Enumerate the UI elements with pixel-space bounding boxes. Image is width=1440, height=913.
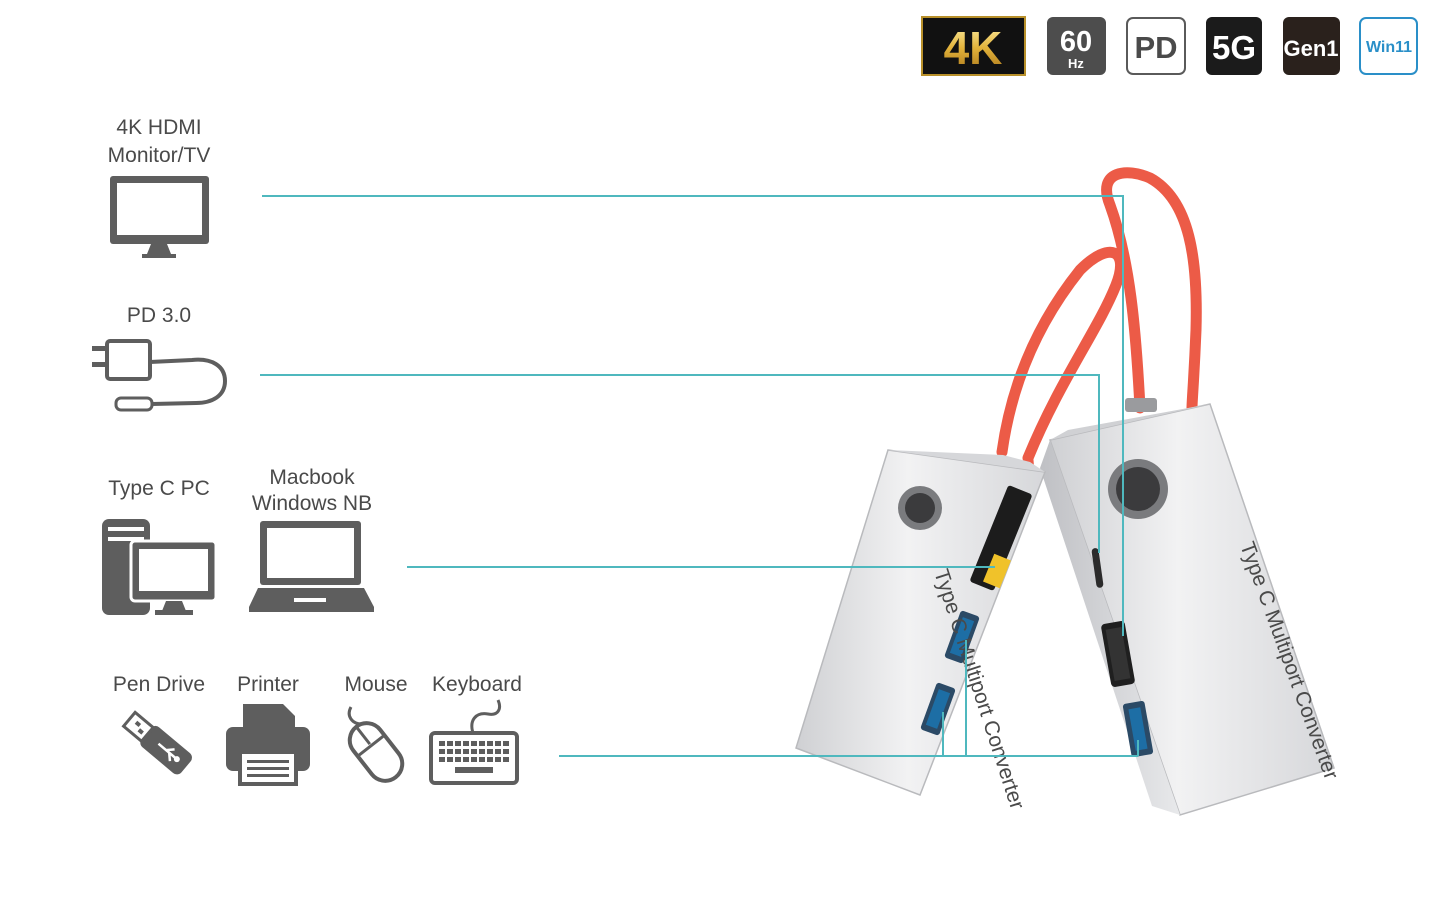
label-macbook-line1: Macbook	[269, 466, 355, 489]
badge-hz-text: Hz	[1068, 56, 1084, 71]
label-keyboard: Keyboard	[432, 673, 522, 696]
connector-lines	[260, 195, 1139, 757]
badge-pd: PD	[1126, 17, 1186, 75]
keyboard-key	[463, 741, 469, 746]
badge-pd-text: PD	[1134, 30, 1177, 65]
badge-win11-text: Win11	[1366, 39, 1412, 56]
keyboard-key	[495, 757, 501, 762]
keyboard-key	[463, 757, 469, 762]
keyboard-key	[455, 749, 461, 754]
pen-drive-icon	[121, 710, 192, 775]
keyboard-key	[463, 749, 469, 754]
keyboard-key	[471, 757, 477, 762]
label-macbook-line2: Windows NB	[252, 492, 372, 515]
desktop-pc-icon	[102, 519, 218, 615]
hub-back: Type C Multiport Converter	[1040, 398, 1343, 816]
keyboard-key	[447, 757, 453, 762]
keyboard-key	[479, 757, 485, 762]
keyboard-key	[447, 741, 453, 746]
label-mouse: Mouse	[344, 673, 407, 696]
keyboard-key	[439, 741, 445, 746]
keyboard-key	[447, 749, 453, 754]
connector-pd	[260, 374, 1100, 553]
label-typec-pc: Type C PC	[108, 477, 210, 500]
badge-60hz: 60 Hz	[1047, 17, 1106, 75]
badge-60-text: 60	[1060, 26, 1092, 58]
mouse-icon	[347, 706, 405, 783]
device-labels: 4K HDMI Monitor/TV PD 3.0 Type C PC Macb…	[108, 116, 522, 696]
badge-5g: 5G	[1206, 17, 1262, 75]
keyboard-icon	[429, 699, 519, 785]
keyboard-key	[455, 757, 461, 762]
keyboard-spacebar	[455, 767, 493, 773]
label-pd: PD 3.0	[127, 304, 191, 327]
badge-4k: 4K	[921, 16, 1026, 76]
keyboard-key	[495, 741, 501, 746]
keyboard-key	[495, 749, 501, 754]
badge-win11: Win11	[1359, 17, 1418, 75]
keyboard-key	[479, 749, 485, 754]
printer-icon	[226, 704, 310, 786]
keyboard-key	[503, 749, 509, 754]
badge-gen1-text: Gen1	[1283, 36, 1338, 61]
label-pen-drive: Pen Drive	[113, 673, 205, 696]
keyboard-key	[503, 741, 509, 746]
keyboard-key	[479, 741, 485, 746]
keyboard-key	[503, 757, 509, 762]
hub-front: Type C Multiport Converter	[795, 449, 1047, 812]
label-printer: Printer	[237, 673, 299, 696]
keyboard-key	[471, 741, 477, 746]
connector-hdmi	[262, 195, 1124, 636]
monitor-icon	[110, 176, 209, 258]
keyboard-key	[439, 757, 445, 762]
laptop-icon	[249, 521, 374, 612]
badge-5g-text: 5G	[1212, 29, 1256, 66]
charger-icon	[92, 339, 228, 412]
label-hdmi-line1: 4K HDMI	[116, 116, 201, 139]
label-hdmi-line2: Monitor/TV	[108, 144, 211, 167]
feature-badges: 4K 60 Hz PD 5G Gen1 Win11	[921, 16, 1418, 76]
keyboard-key	[455, 741, 461, 746]
keyboard-key	[487, 757, 493, 762]
badge-gen1: Gen1	[1283, 17, 1340, 75]
keyboard-key	[471, 749, 477, 754]
keyboard-key	[487, 749, 493, 754]
badge-4k-text: 4K	[944, 22, 1003, 74]
keyboard-key	[439, 749, 445, 754]
keyboard-key	[487, 741, 493, 746]
